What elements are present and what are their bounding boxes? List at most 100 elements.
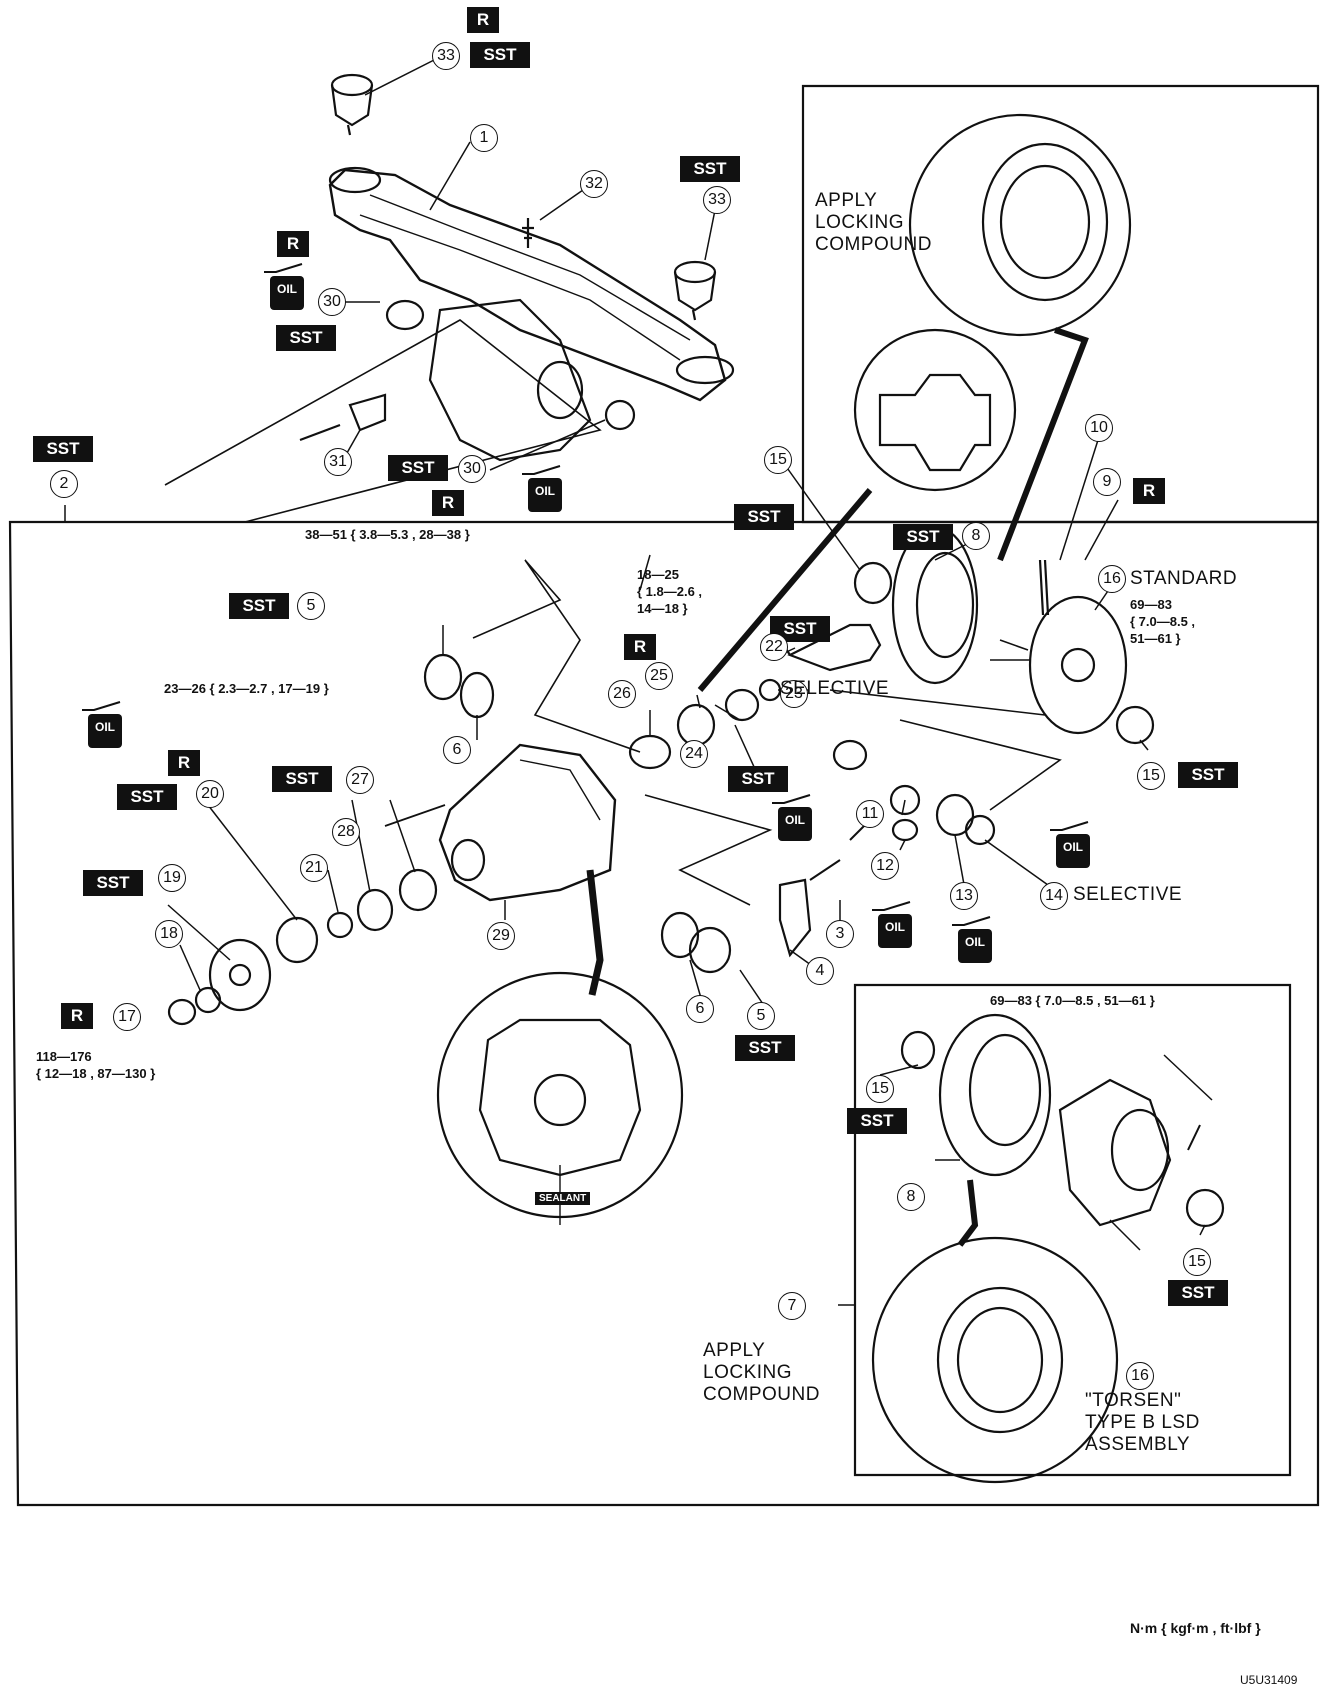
oil-can-icon: OIL: [1048, 820, 1094, 876]
oil-can-icon: OIL: [770, 793, 816, 849]
callout-3: 3: [826, 920, 854, 948]
crossmember-bushing-left: [328, 166, 382, 194]
alignment-line-lower: [644, 794, 773, 906]
torsen-case: [1058, 1078, 1172, 1227]
bearing-cup-15-right: [1115, 705, 1155, 745]
companion-flange: [208, 938, 272, 1012]
tag-r-30-bottom: R: [432, 490, 464, 516]
differential-carrier: [438, 743, 617, 902]
callout-6-bottom: 6: [686, 995, 714, 1023]
washer-23: [758, 678, 782, 702]
washer-18: [194, 986, 222, 1014]
torque-38-51: 38—51 { 3.8—5.3 , 28—38 }: [305, 527, 470, 542]
spacer-25: [676, 703, 716, 747]
callout-20: 20: [196, 780, 224, 808]
torsen-bearing-cup-15-top: [900, 1030, 936, 1070]
callout-5-top: 5: [297, 592, 325, 620]
standard-label: STANDARD: [1130, 568, 1238, 589]
tag-sst-8: SST: [893, 524, 953, 550]
alignment-line-right: [899, 719, 1062, 811]
oil-seal-5-bottom: [688, 926, 732, 974]
callout-5-bottom: 5: [747, 1002, 775, 1030]
oil-can-icon: OIL: [520, 464, 566, 520]
crossmember-bushing-right: [675, 355, 735, 385]
callout-11: 11: [856, 800, 884, 828]
callout-32: 32: [580, 170, 608, 198]
pinion-gear-11: [889, 784, 921, 816]
thrust-washer-12: [891, 818, 919, 842]
callout-15-top: 15: [764, 446, 792, 474]
drive-pinion: [787, 623, 882, 672]
detail-circle-torsen: [871, 1236, 1119, 1484]
apply-locking-compound-top: APPLY LOCKING COMPOUND: [815, 190, 932, 255]
tag-r-30-left: R: [277, 231, 309, 257]
mount-rubber-right: [673, 260, 717, 321]
breather-plug: [522, 218, 534, 248]
callout-2: 2: [50, 470, 78, 498]
mount-rubber-top: [330, 73, 374, 136]
callout-16-bottom: 16: [1126, 1362, 1154, 1390]
tag-sst-30-left: SST: [276, 325, 336, 351]
tag-sst-15-torsen-top: SST: [847, 1108, 907, 1134]
bearing-6-bottom: [660, 911, 700, 959]
torsen-bearing-cup-15-bottom: [1185, 1188, 1225, 1228]
locknut-17: [167, 998, 197, 1026]
callout-29: 29: [487, 922, 515, 950]
callout-30-left: 30: [318, 288, 346, 316]
selective-label-22: SELECTIVE: [780, 678, 890, 699]
apply-locking-compound-bottom: APPLY LOCKING COMPOUND: [703, 1340, 820, 1405]
callout-30-bottom: 30: [458, 455, 486, 483]
callout-33-top: 33: [432, 42, 460, 70]
tag-sst-27: SST: [272, 766, 332, 792]
callout-31: 31: [324, 448, 352, 476]
torsen-assembly-label: "TORSEN" TYPE B LSD ASSEMBLY: [1085, 1390, 1200, 1455]
callout-1: 1: [470, 124, 498, 152]
callout-27: 27: [346, 766, 374, 794]
callout-9: 9: [1093, 468, 1121, 496]
callout-28: 28: [332, 818, 360, 846]
torque-69-83-torsen: 69—83 { 7.0—8.5 , 51—61 }: [990, 993, 1155, 1008]
torque-18-25: 18—25 { 1.8—2.6 , 14—18 }: [637, 567, 703, 616]
callout-15-torsen-top: 15: [866, 1075, 894, 1103]
callout-26: 26: [608, 680, 636, 708]
tag-sst-15-torsen-bottom: SST: [1168, 1280, 1228, 1306]
bracket-31: [348, 393, 387, 432]
collapsible-spacer-28: [356, 888, 394, 932]
callout-10: 10: [1085, 414, 1113, 442]
figure-code: U5U31409: [1240, 1673, 1298, 1687]
bearing-27: [398, 868, 438, 912]
tag-sst-15-right: SST: [1178, 762, 1238, 788]
oil-can-icon: OIL: [950, 915, 996, 971]
tag-sst-20: SST: [117, 784, 177, 810]
callout-7: 7: [778, 1292, 806, 1320]
torsen-box: [853, 983, 1292, 1477]
tag-r-17: R: [61, 1003, 93, 1029]
washer-14: [964, 814, 996, 846]
side-gear-13: [935, 793, 975, 837]
callout-25: 25: [645, 662, 673, 690]
callout-16-top: 16: [1098, 565, 1126, 593]
spacer-21: [326, 911, 354, 939]
tag-r-9: R: [1133, 478, 1165, 504]
callout-22: 22: [760, 633, 788, 661]
tag-sst-19: SST: [83, 870, 143, 896]
alignment-line-center: [472, 559, 641, 753]
bearing-6-top: [459, 671, 495, 719]
torque-23-26: 23—26 { 2.3—2.7 , 17—19 }: [164, 681, 329, 696]
callout-6-top: 6: [443, 736, 471, 764]
crossmember: [328, 168, 727, 402]
callout-15-torsen-bottom: 15: [1183, 1248, 1211, 1276]
bearing-cup-15-top: [853, 561, 893, 605]
bearing-26: [628, 734, 672, 770]
tag-sst-5-bottom: SST: [735, 1035, 795, 1061]
tag-r-33-top: R: [467, 7, 499, 33]
oil-can-icon: OIL: [262, 262, 308, 318]
tag-r-25: R: [624, 634, 656, 660]
tag-sst-30-bottom: SST: [388, 455, 448, 481]
callout-21: 21: [300, 854, 328, 882]
callout-19: 19: [158, 864, 186, 892]
callout-33-right: 33: [703, 186, 731, 214]
tag-sst-5-top: SST: [229, 593, 289, 619]
callout-23: 23: [780, 680, 808, 708]
